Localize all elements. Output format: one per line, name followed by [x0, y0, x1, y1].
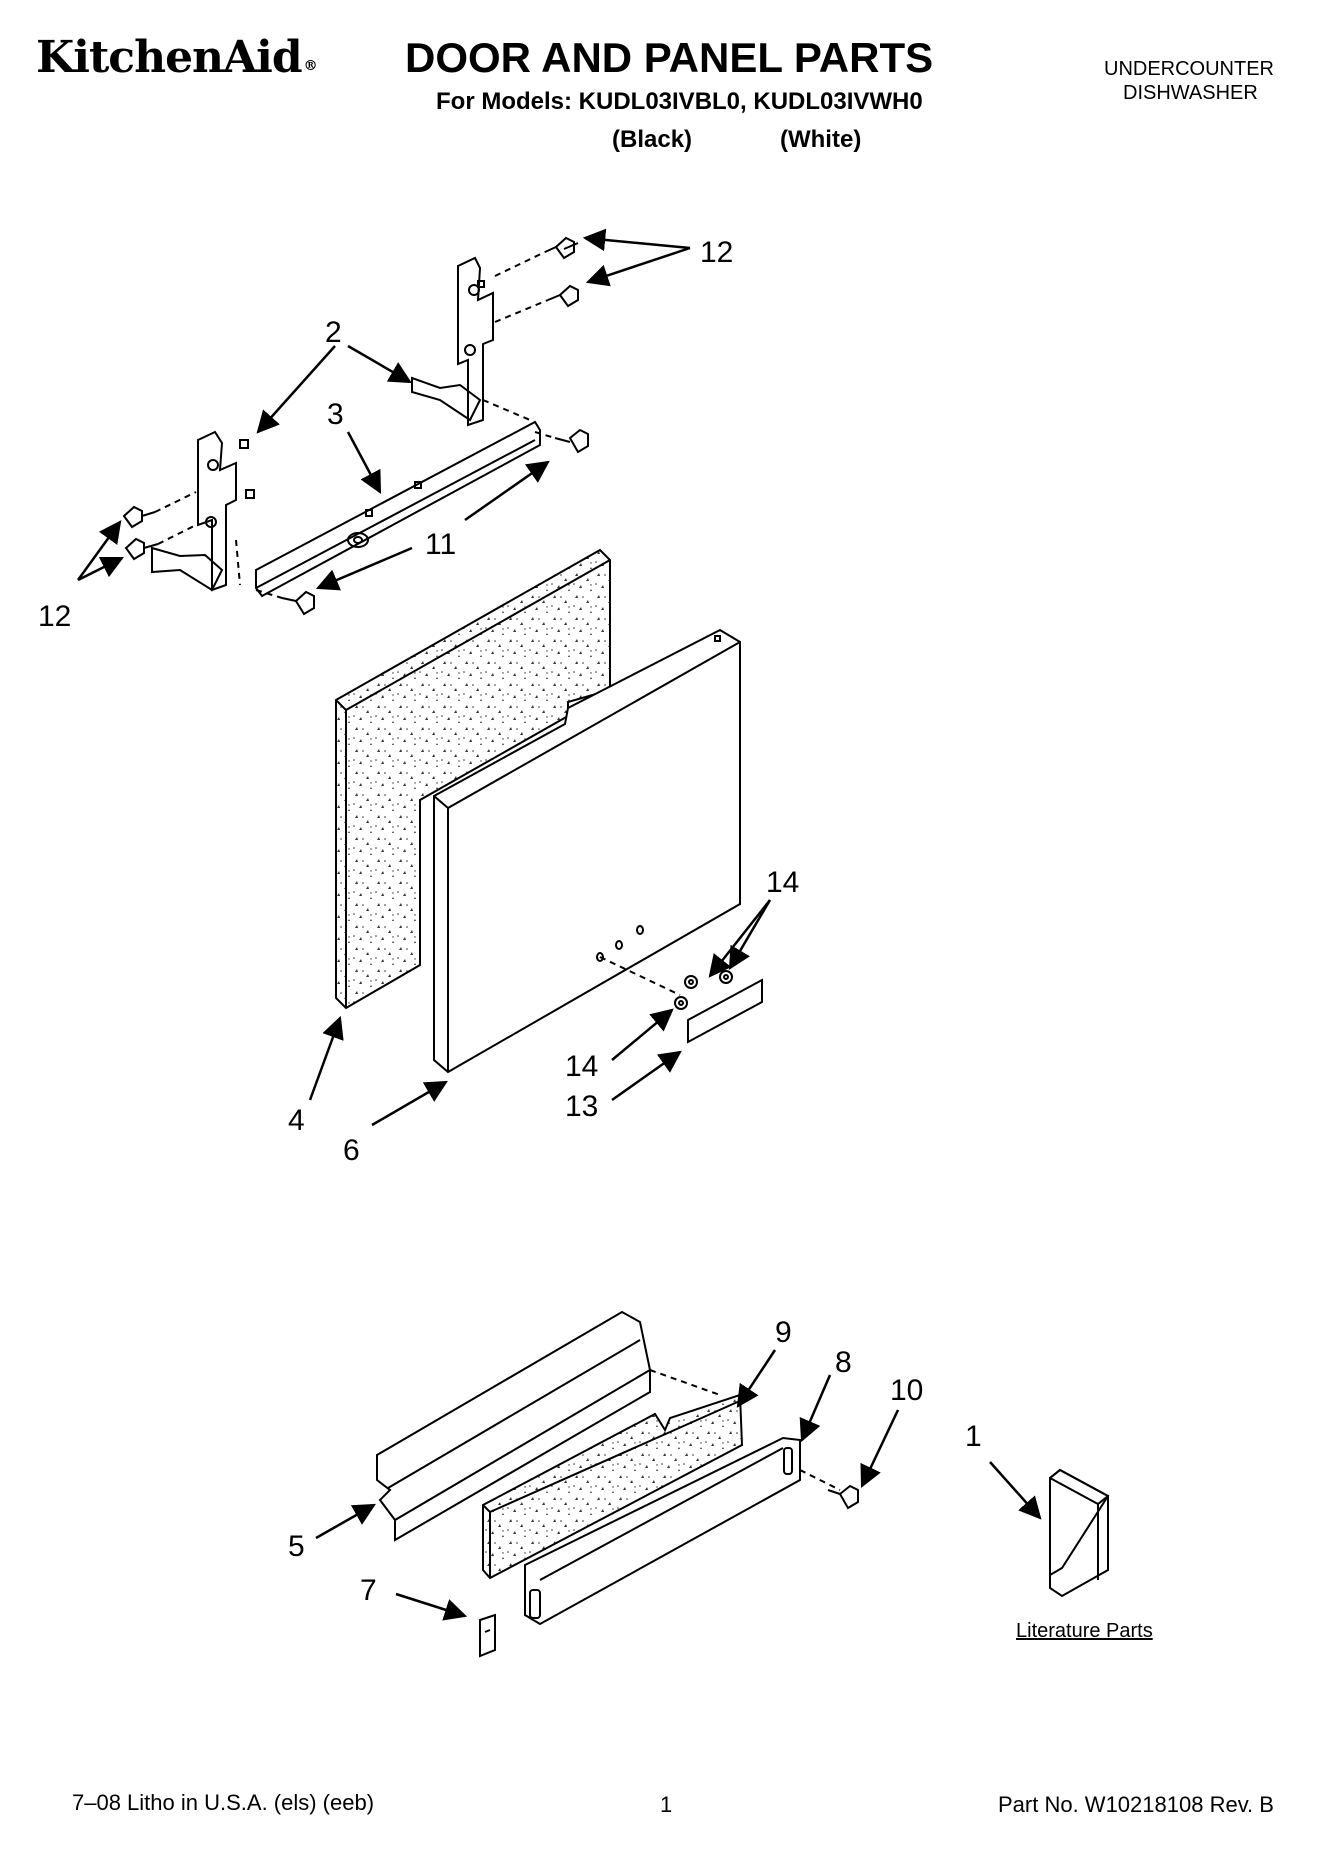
toe-panel-bracket: [376, 1310, 721, 1542]
callout-14-bottom: 14: [565, 1050, 598, 1083]
hinge-bracket-left: [151, 430, 255, 592]
model-color-black: (Black): [612, 126, 693, 153]
door-brace: [255, 420, 541, 598]
callout-14-top: 14: [766, 866, 799, 899]
toe-panel: [524, 1436, 841, 1626]
screw-set: [122, 236, 589, 616]
handle-nuts: [674, 970, 733, 1010]
screw-12-top-a: [494, 236, 579, 277]
screw-11-right: [534, 428, 589, 454]
callout-2: 2: [325, 316, 342, 349]
brand-logo: KitchenAid®: [36, 36, 318, 80]
litho-info: 7–08 Litho in U.S.A. (els) (eeb): [72, 1790, 375, 1815]
model-color-white: (White): [780, 126, 862, 153]
callout-3: 3: [327, 398, 344, 431]
screw-11-left: [255, 589, 315, 616]
appliance-type-line1: UNDERCOUNTER: [1104, 58, 1274, 80]
callout-9: 9: [775, 1316, 792, 1349]
page-number: 1: [660, 1792, 673, 1817]
hinge-bracket-right: [411, 256, 531, 427]
page-title: DOOR AND PANEL PARTS: [405, 34, 934, 81]
callout-7: 7: [360, 1574, 377, 1607]
brand-registered-mark: ®: [303, 58, 318, 74]
appliance-type-line2: DISHWASHER: [1123, 82, 1258, 104]
literature-parts-label: Literature Parts: [1016, 1620, 1153, 1642]
toe-panel-insulation: [482, 1393, 744, 1580]
callout-10: 10: [890, 1374, 923, 1407]
toe-panel-clip: [479, 1613, 496, 1658]
callout-6: 6: [343, 1134, 360, 1167]
handle-spacer: [687, 978, 763, 1044]
callout-12-left: 12: [38, 600, 71, 633]
callout-13: 13: [565, 1090, 598, 1123]
outer-door-panel: [433, 628, 741, 1074]
brand-name: KitchenAid: [36, 32, 303, 83]
toe-panel-screw: [827, 1484, 859, 1510]
callout-11: 11: [425, 528, 456, 561]
screw-12-top-b: [494, 284, 579, 323]
callout-1: 1: [965, 1420, 982, 1453]
model-numbers: For Models: KUDL03IVBL0, KUDL03IVWH0: [436, 88, 923, 115]
part-number: Part No. W10218108 Rev. B: [998, 1792, 1274, 1817]
callout-8: 8: [835, 1346, 852, 1379]
callout-4: 4: [288, 1104, 305, 1137]
callout-12-top: 12: [700, 236, 733, 269]
leader-lines: [76, 228, 1042, 1621]
callout-5: 5: [288, 1530, 305, 1563]
screw-12-left-b: [124, 524, 197, 561]
screw-12-left-a: [122, 491, 197, 529]
literature-booklet: [1049, 1468, 1110, 1598]
